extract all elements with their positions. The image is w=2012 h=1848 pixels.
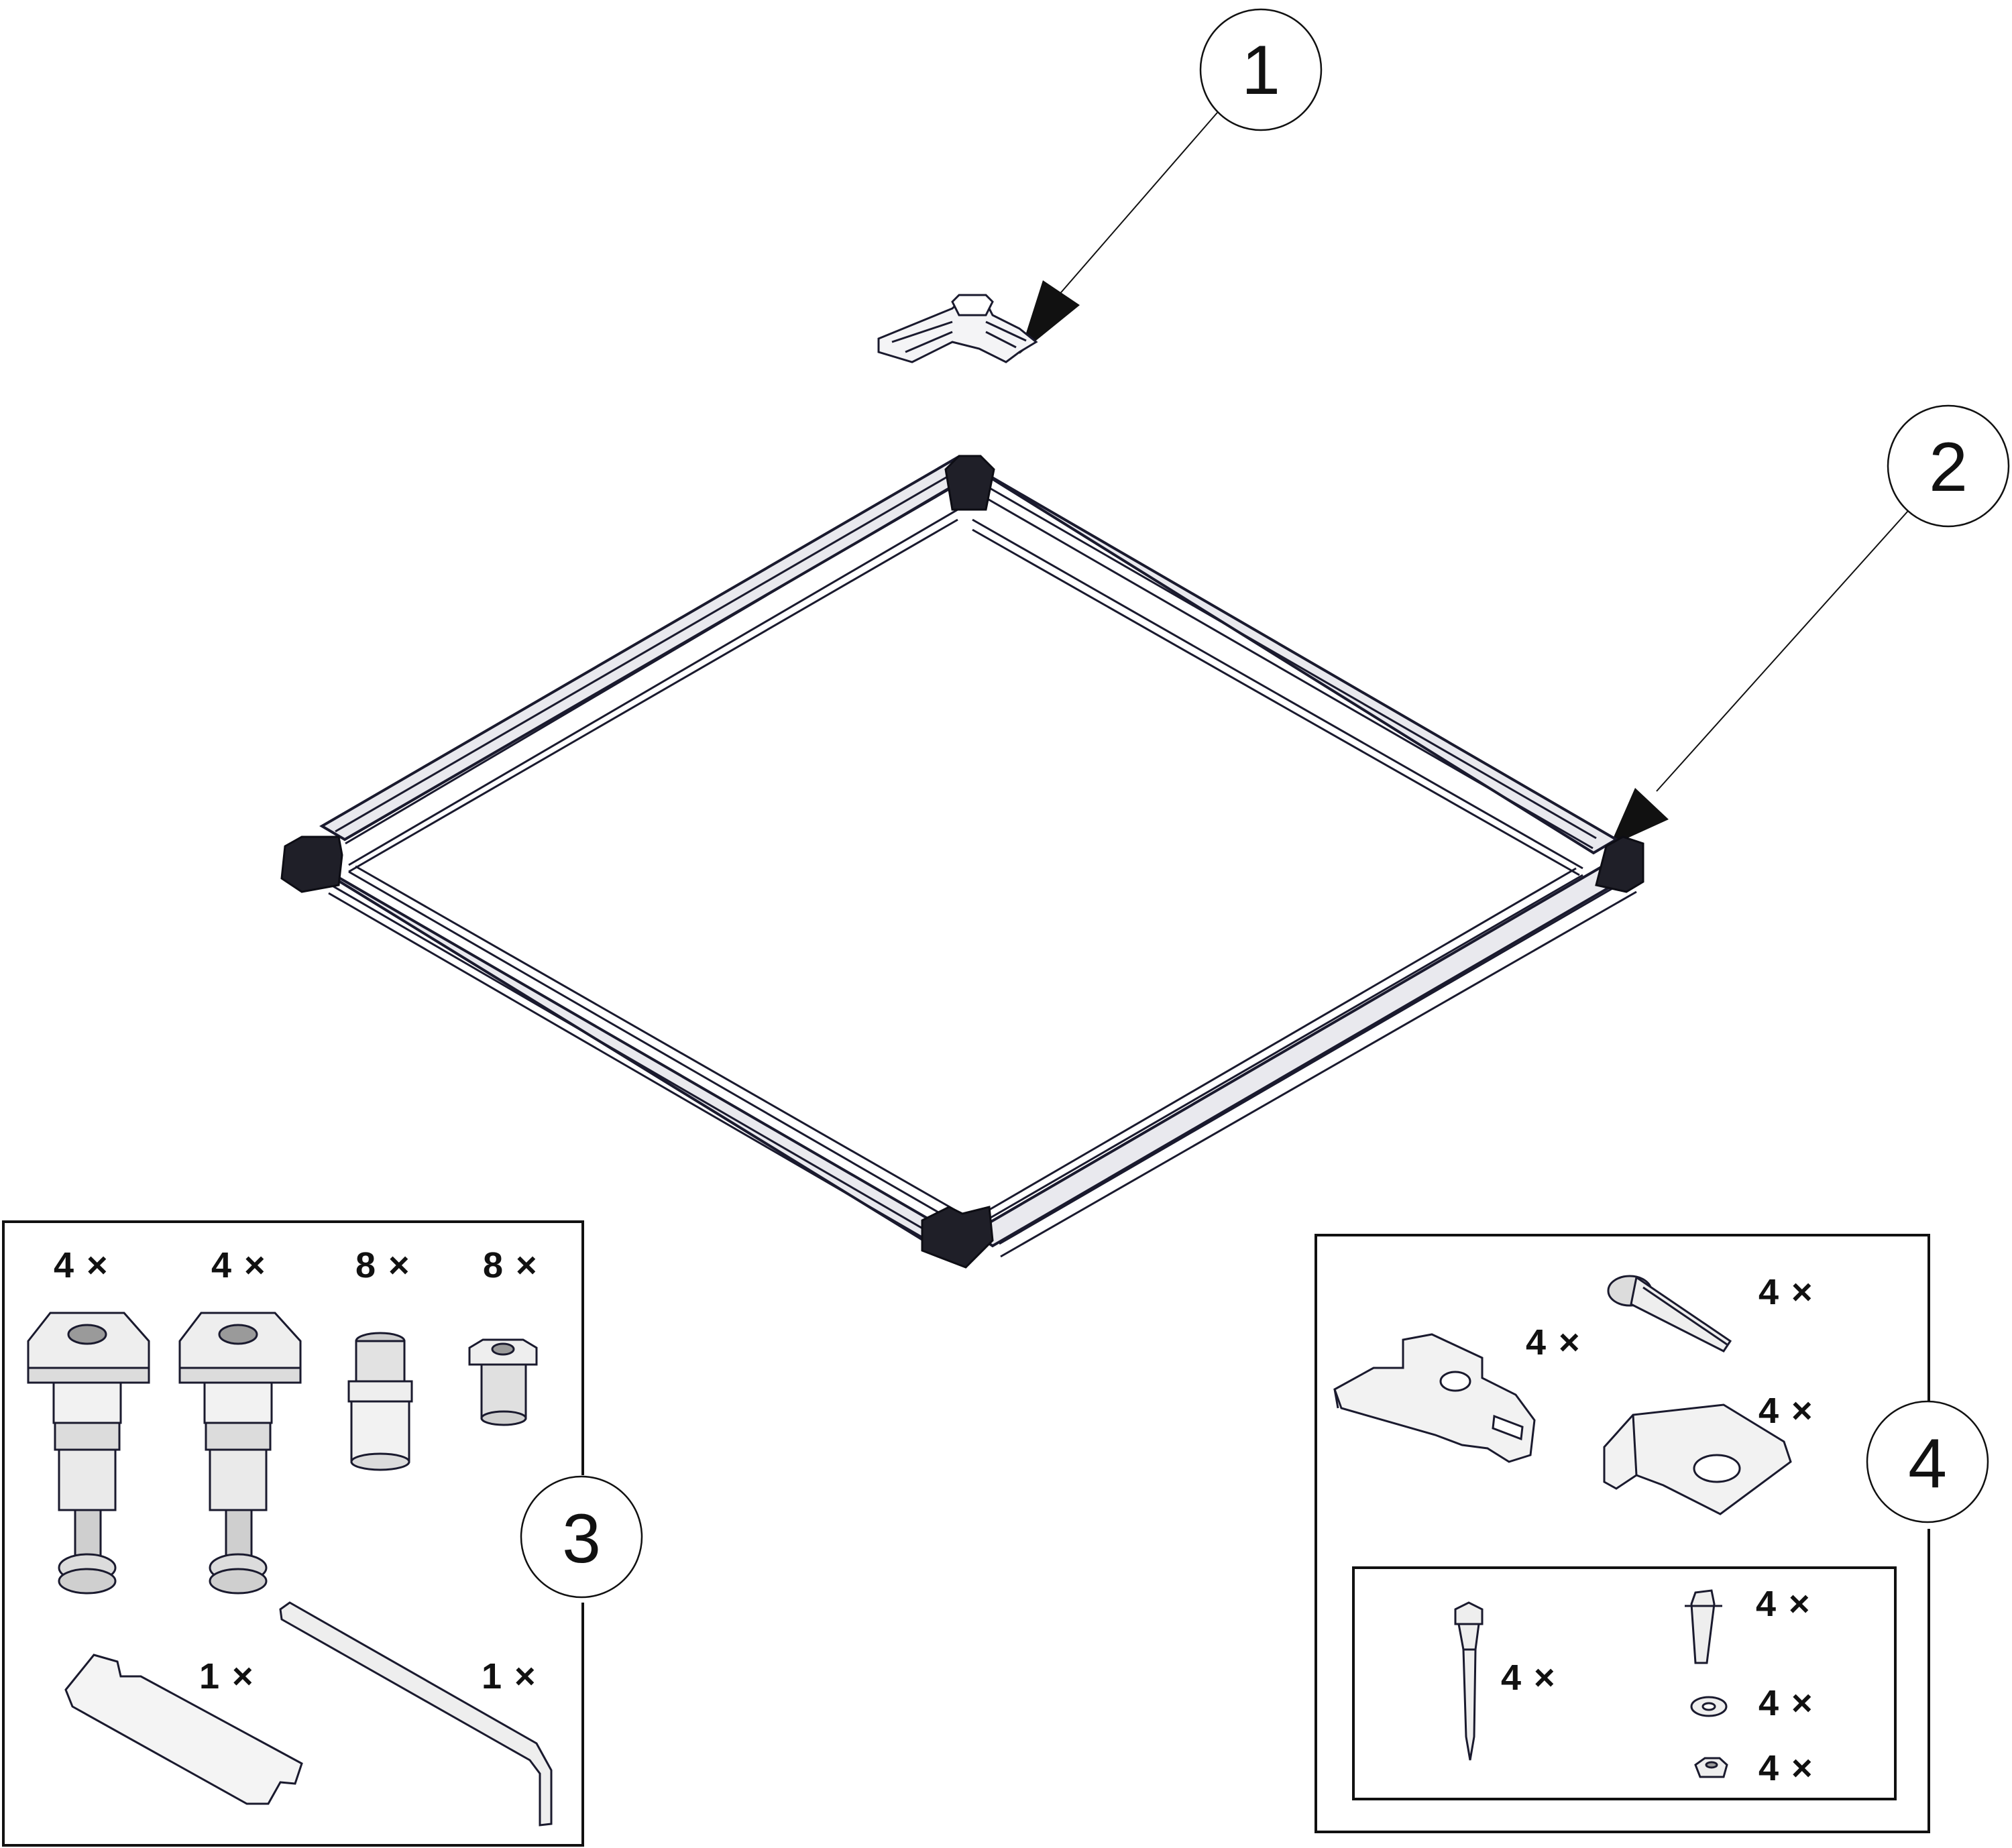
- insert-nut-part: [468, 1338, 538, 1426]
- callout-1-circle: [1199, 8, 1323, 131]
- kit-4-box: 4 4 × 4 × 4 × 4 × 4 × 4 × 4 ×: [1315, 1234, 1989, 1833]
- washer-part: [1690, 1696, 1728, 1717]
- qty-bolt: 4 ×: [1758, 1272, 1814, 1312]
- qty-leveling-foot-b: 4 ×: [211, 1245, 267, 1285]
- wrench-part: [64, 1654, 303, 1805]
- callout-2-circle: [1887, 404, 2010, 528]
- callout-3-circle: [520, 1475, 643, 1599]
- qty-leveling-foot-a: 4 ×: [54, 1245, 109, 1285]
- lag-screw-part: [1454, 1601, 1484, 1761]
- callout-3-number: 3: [562, 1500, 601, 1578]
- square-frame-part: [280, 455, 1644, 1269]
- callout-1-arrowhead: [1019, 280, 1080, 354]
- qty-bracket: 4 ×: [1526, 1322, 1581, 1363]
- mounting-clip-part: [1603, 1403, 1792, 1515]
- callout-4-number: 4: [1908, 1425, 1947, 1503]
- qty-clip: 4 ×: [1758, 1391, 1814, 1431]
- frame-corner-left: [280, 835, 343, 893]
- corner-connector-part: [877, 294, 1038, 363]
- leveling-foot-a-part: [27, 1312, 150, 1595]
- hex-nut-part: [1694, 1757, 1728, 1778]
- kit-3-box: 3 4 × 4 × 8 × 8 × 1 × 1 ×: [2, 1220, 643, 1847]
- wall-dowel-part: [1685, 1589, 1722, 1664]
- frame-corner-back: [944, 455, 995, 511]
- qty-washer: 4 ×: [1758, 1683, 1814, 1723]
- callout-2-number: 2: [1929, 428, 1968, 506]
- kit-4-border: [1315, 1234, 1930, 1833]
- qty-hex-key: 1 ×: [482, 1656, 537, 1696]
- hex-key-part: [279, 1601, 553, 1827]
- qty-threaded-sleeve: 8 ×: [355, 1245, 411, 1285]
- threaded-sleeve-part: [347, 1332, 413, 1471]
- callout-1: 1: [1019, 8, 1323, 354]
- callout-2: 2: [1610, 404, 2010, 846]
- qty-insert-nut: 8 ×: [483, 1245, 539, 1285]
- callout-1-leader: [1052, 112, 1218, 302]
- bolt-part: [1607, 1275, 1732, 1352]
- callout-4-circle: [1866, 1400, 1989, 1523]
- callout-1-number: 1: [1241, 32, 1280, 109]
- qty-wall-dowel: 4 ×: [1756, 1584, 1811, 1624]
- leveling-foot-b-part: [178, 1312, 302, 1595]
- callout-2-leader: [1656, 510, 1909, 792]
- frame-corner-front: [921, 1206, 994, 1269]
- slotted-bracket-part: [1333, 1333, 1536, 1463]
- qty-hex-nut: 4 ×: [1758, 1748, 1814, 1788]
- kit-4-fastener-subbox: [1352, 1566, 1897, 1800]
- qty-wrench: 1 ×: [199, 1656, 255, 1696]
- frame-corner-right: [1595, 835, 1644, 893]
- callout-2-arrowhead: [1610, 788, 1669, 846]
- qty-lag-screw: 4 ×: [1501, 1658, 1557, 1698]
- frame-rail-front-right: [970, 856, 1639, 1248]
